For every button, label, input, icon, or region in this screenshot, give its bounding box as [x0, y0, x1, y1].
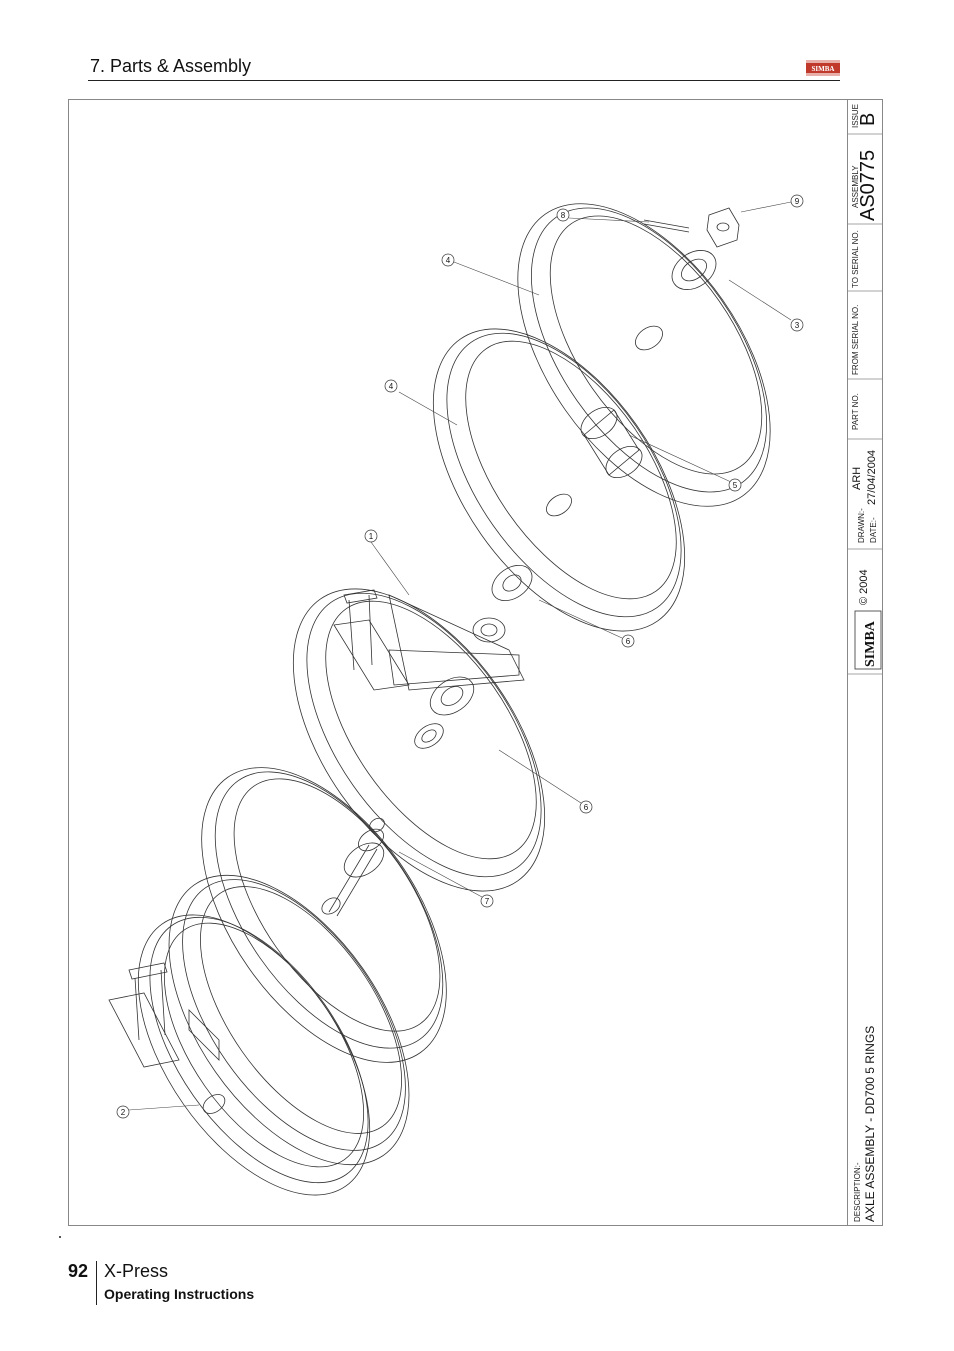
callout-4b-label: 4 [389, 382, 394, 391]
callout-7-label: 7 [485, 897, 490, 906]
split-pin [643, 219, 690, 233]
callout-5 [728, 478, 742, 492]
callout-6a [621, 634, 635, 648]
callout-5-label: 5 [733, 481, 738, 490]
part-no-label: PART NO. [851, 393, 860, 430]
title-block-dividers [847, 133, 883, 675]
spacer-tube [580, 406, 643, 479]
drawn-value: ARH [851, 466, 863, 490]
product-name: X-Press [104, 1261, 169, 1281]
callout-8-label: 8 [561, 211, 566, 220]
page-number: 92 [68, 1261, 89, 1281]
end-bracket-left [108, 962, 220, 1068]
description-label: DESCRIPTION:- [853, 1162, 862, 1222]
bearing-flange-lower [429, 676, 475, 716]
disc-left-front [201, 767, 447, 1063]
title-block-logo: SIMBA [854, 610, 882, 670]
disc-upper-2 [517, 203, 771, 507]
callout-3 [790, 318, 804, 332]
date-label: DATE:- [869, 517, 878, 543]
disc-left-mid [168, 874, 410, 1166]
assembly-number: AS0775 [857, 149, 879, 221]
end-bearing [202, 1094, 226, 1114]
callouts [116, 194, 804, 1119]
callout-4b [384, 379, 398, 393]
callout-6b [579, 800, 593, 814]
brand-logo-text: SIMBA [812, 65, 835, 73]
callout-9-label: 9 [795, 197, 800, 206]
washer-upper [491, 564, 533, 602]
disc-middle [292, 588, 546, 892]
callout-2-label: 2 [121, 1108, 126, 1117]
margin-mark [59, 1236, 61, 1238]
exploded-axle-drawing: 1 2 3 4 4 5 6 6 7 8 9 [108, 194, 804, 1196]
footer-divider [96, 1261, 97, 1305]
callout-4a-label: 4 [446, 256, 451, 265]
disc-upper-1 [432, 328, 686, 632]
callout-1-label: 1 [369, 532, 374, 541]
page-section-title: 7. Parts & Assembly [90, 56, 252, 76]
castle-nut [706, 207, 740, 248]
callout-4a [441, 253, 455, 267]
brand-logo: SIMBA [806, 60, 840, 76]
callout-6a-label: 6 [626, 637, 631, 646]
drawn-label: DRAWN:- [857, 508, 866, 543]
callout-8 [556, 208, 570, 222]
copyright: © 2004 [858, 569, 870, 605]
axle-shaft [328, 817, 385, 917]
callout-6b-label: 6 [584, 803, 589, 812]
description-value: AXLE ASSEMBLY - DD700 5 RINGS [863, 1025, 877, 1222]
drawing-frame [68, 99, 883, 1226]
manual-subtitle: Operating Instructions [104, 1286, 255, 1302]
bracket-main [333, 589, 525, 691]
callout-9 [790, 194, 804, 208]
callout-3-label: 3 [795, 321, 800, 330]
callout-2 [116, 1105, 130, 1119]
from-serial-label: FROM SERIAL NO. [851, 304, 860, 375]
title-block-logo-text: SIMBA [863, 620, 878, 667]
header-rule [88, 80, 840, 81]
title-block [847, 99, 883, 1226]
callout-7 [480, 894, 494, 908]
issue-value: B [857, 112, 879, 126]
to-serial-label: TO SERIAL NO. [851, 230, 860, 288]
date-value: 27/04/2004 [866, 449, 878, 505]
end-cap [671, 250, 717, 290]
leader-lines [128, 201, 792, 1111]
disc-left-back [137, 914, 371, 1196]
callout-1 [364, 529, 378, 543]
